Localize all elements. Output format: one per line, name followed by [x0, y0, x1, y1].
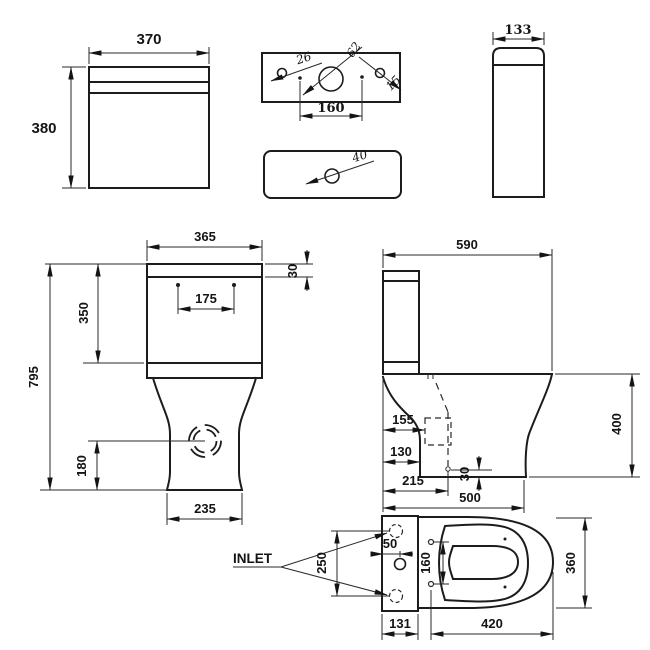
inlet-label: INLET [233, 551, 273, 566]
dim-hole-left: 26 [293, 49, 313, 67]
outlet-center-mark [445, 466, 451, 472]
tank-outline [146, 263, 263, 379]
pedestal-outline [151, 376, 258, 491]
dim-inlet-spacing: 250 [314, 552, 329, 574]
dim-hole-center: 62 [344, 39, 364, 60]
outlet-box [424, 417, 452, 446]
dim-tank-hole-spacing: 175 [195, 291, 217, 306]
wc-front-view: 365 30 175 350 795 180 235 [26, 229, 313, 525]
dim-base-depth: 500 [459, 490, 481, 505]
fixing-point-right [360, 75, 364, 79]
dim-cistern-height: 380 [31, 120, 56, 137]
dim-outlet-height: 180 [74, 455, 89, 477]
seat-outline [437, 523, 530, 603]
dim-bowl-length: 420 [481, 616, 503, 631]
dim-bowl-width: 360 [563, 552, 578, 574]
plan-back-outline [381, 515, 419, 612]
dim-lid-height: 30 [285, 264, 300, 278]
cistern-front-view: 370 380 [31, 31, 210, 189]
flush-pipe-hole [393, 557, 407, 571]
inlet-hole-top [388, 523, 404, 539]
fixing-point-left [298, 76, 302, 80]
dim-back-clearance: 130 [390, 444, 412, 459]
dim-flush-hole-offset: 50 [383, 536, 397, 551]
hole-center [318, 66, 344, 92]
dim-seat-hole-spacing: 160 [418, 552, 433, 574]
cistern-side-view: 133 [492, 23, 545, 198]
cistern-underside-view: 40 [263, 147, 402, 199]
dim-cistern-depth: 133 [504, 23, 531, 38]
dim-bowl-height: 400 [609, 413, 624, 435]
pedestal-back-edge [381, 375, 421, 478]
dim-outlet-center: 215 [402, 473, 424, 488]
dim-tank-height: 350 [76, 302, 91, 324]
flush-hole [324, 168, 340, 184]
dim-outlet-box-depth: 155 [392, 412, 414, 427]
bowl-opening-outline [447, 545, 520, 580]
seat-fixing-hole-top [427, 538, 435, 546]
soil-pipe-line-1 [435, 382, 449, 413]
dim-flush-hole: 40 [349, 147, 369, 165]
cistern-top-view: 26 62 15 160 [261, 39, 404, 121]
dim-depth: 590 [456, 237, 478, 252]
cistern-front-outline [88, 66, 210, 189]
wc-side-view: 590 400 155 130 30 215 500 [381, 237, 640, 513]
dim-base-width: 235 [194, 501, 216, 516]
side-cistern-outline [382, 270, 420, 375]
seat-fixing-hole-bottom [427, 580, 435, 588]
seat-bumper-top [503, 537, 507, 541]
dim-outlet-floor-offset: 30 [457, 467, 472, 481]
outlet-ring-outer [188, 424, 222, 458]
dim-back-depth: 131 [389, 616, 411, 631]
dim-hole-spacing: 160 [317, 101, 344, 116]
plan-bowl-outline [417, 516, 555, 609]
dim-cistern-width: 370 [136, 31, 161, 48]
wc-plan-view: INLET 250 50 160 360 131 420 [233, 515, 592, 640]
cistern-side-outline [492, 47, 545, 198]
hole-right [374, 67, 386, 79]
seat-bumper-bottom [503, 585, 507, 589]
dim-wc-width: 365 [194, 229, 216, 244]
bowl-front-edge [524, 372, 554, 479]
inlet-hole-bottom [388, 588, 404, 604]
outlet-ring-inner [192, 428, 218, 454]
cistern-underside-outline [263, 150, 402, 199]
cistern-top-outline [261, 52, 401, 103]
dim-overall-height: 795 [26, 366, 41, 388]
